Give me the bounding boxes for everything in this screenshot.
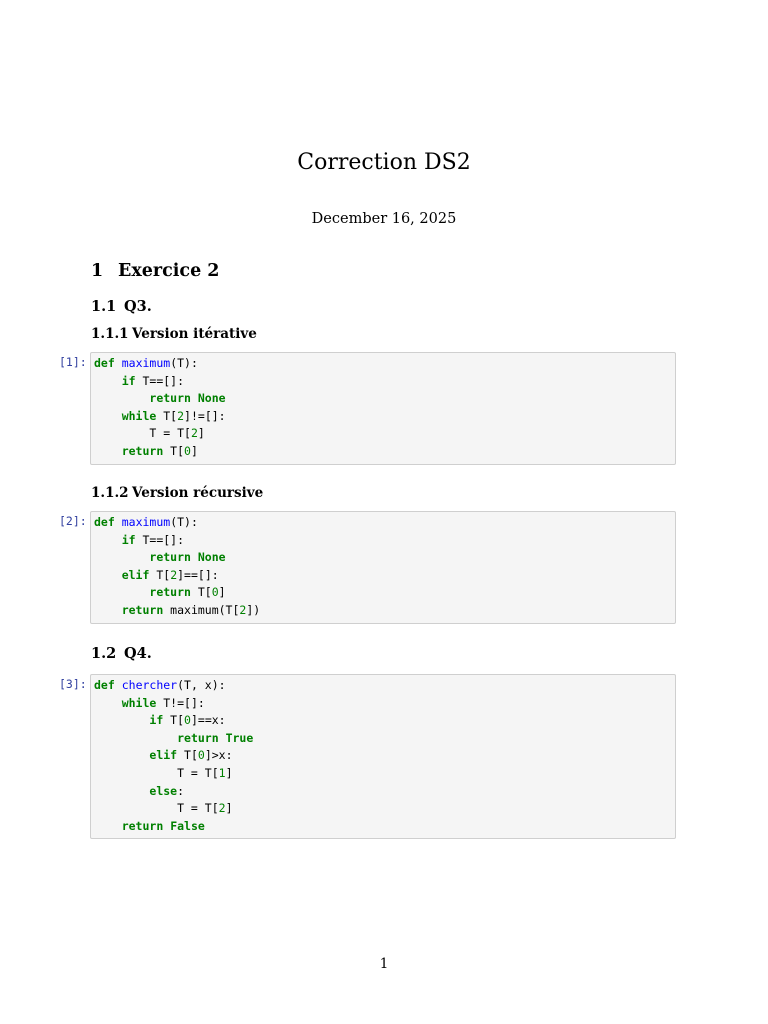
subsection-heading: 1.2 Q4. bbox=[91, 645, 152, 662]
section-number: 1 bbox=[91, 261, 104, 281]
code-line: def maximum(T): bbox=[94, 356, 198, 370]
code-line: while T[2]!=[]: bbox=[121, 408, 226, 423]
code-line: return maximum(T[2]) bbox=[121, 602, 261, 617]
code-line: elif T[2]==[]: bbox=[121, 567, 219, 582]
subsection-title: Q3. bbox=[124, 298, 152, 315]
code-line: T = T[1] bbox=[94, 765, 233, 780]
code-cell[interactable]: def maximum(T): if T==[]: return None wh… bbox=[90, 352, 676, 465]
subsection-number: 1.2 bbox=[91, 645, 117, 662]
code-line: if T==[]: bbox=[121, 532, 185, 547]
code-line: elif T[0]>x: bbox=[149, 748, 233, 763]
document-title: Correction DS2 bbox=[297, 150, 471, 175]
code-line: return None bbox=[149, 550, 226, 565]
code-line: def maximum(T): bbox=[94, 515, 198, 529]
code-cell[interactable]: def maximum(T): if T==[]: return None el… bbox=[90, 511, 676, 624]
section-title: Exercice 2 bbox=[118, 261, 220, 281]
code-line: return T[0] bbox=[121, 443, 198, 458]
subsection-title: Q4. bbox=[124, 645, 152, 662]
subsection-number: 1.1 bbox=[91, 298, 117, 315]
code-line: if T[0]==x: bbox=[149, 713, 226, 728]
cell-prompt: [3]: bbox=[59, 677, 87, 691]
code-line: T = T[2] bbox=[94, 801, 233, 816]
page-number: 1 bbox=[379, 956, 389, 972]
code-cell[interactable]: def chercher(T, x): while T!=[]: if T[0]… bbox=[90, 674, 676, 839]
subsubsection-title: Version itérative bbox=[132, 326, 257, 342]
code-line: if T==[]: bbox=[121, 373, 185, 388]
subsubsection-number: 1.1.1 bbox=[91, 326, 129, 342]
code-line: T = T[2] bbox=[94, 426, 205, 441]
code-line: return True bbox=[177, 730, 254, 745]
code-line: def chercher(T, x): bbox=[94, 678, 226, 692]
code-line: while T!=[]: bbox=[121, 695, 205, 710]
code-line: return T[0] bbox=[149, 585, 226, 600]
cell-prompt: [1]: bbox=[59, 355, 87, 369]
code-line: return False bbox=[121, 818, 205, 833]
subsubsection-number: 1.1.2 bbox=[91, 485, 129, 501]
cell-prompt: [2]: bbox=[59, 514, 87, 528]
section-heading: 1 Exercice 2 bbox=[91, 261, 220, 281]
subsection-heading: 1.1 Q3. bbox=[91, 298, 152, 315]
subsubsection-title: Version récursive bbox=[132, 485, 264, 501]
code-line: else: bbox=[149, 783, 185, 798]
code-line: return None bbox=[149, 391, 226, 406]
document-date: December 16, 2025 bbox=[311, 211, 457, 227]
